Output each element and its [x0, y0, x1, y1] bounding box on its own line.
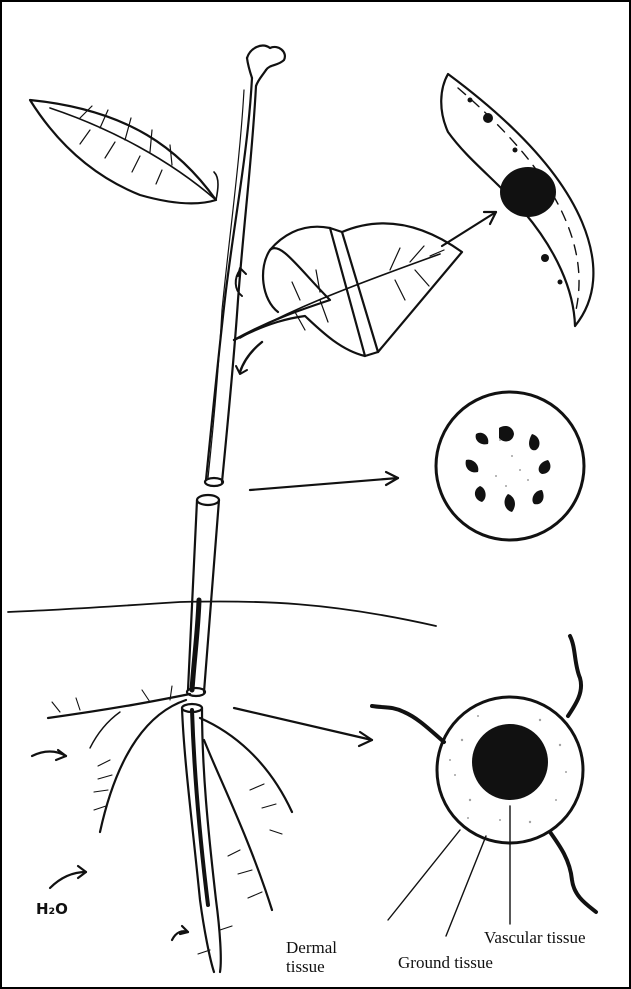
leaf-vascular-bundle — [500, 167, 556, 217]
root-system — [32, 686, 292, 972]
vascular-tissue-label: Vascular tissue — [484, 928, 586, 947]
right-leaf — [234, 223, 462, 356]
dermal-label-line2: tissue — [286, 957, 337, 976]
dermal-tissue-label: Dermal tissue — [286, 938, 337, 976]
dermal-label-line1: Dermal — [286, 938, 337, 957]
ground-line — [8, 601, 436, 626]
root-vascular-core — [472, 724, 548, 800]
pointer-arrows — [234, 212, 496, 746]
stem-vascular-bundles — [466, 426, 551, 512]
ground-tissue-label: Ground tissue — [398, 953, 493, 972]
stem-cross-section — [436, 392, 584, 540]
upper-stem — [205, 46, 285, 486]
middle-stem — [187, 495, 219, 696]
water-label: H₂O — [36, 900, 68, 918]
upper-left-leaf — [30, 100, 218, 203]
